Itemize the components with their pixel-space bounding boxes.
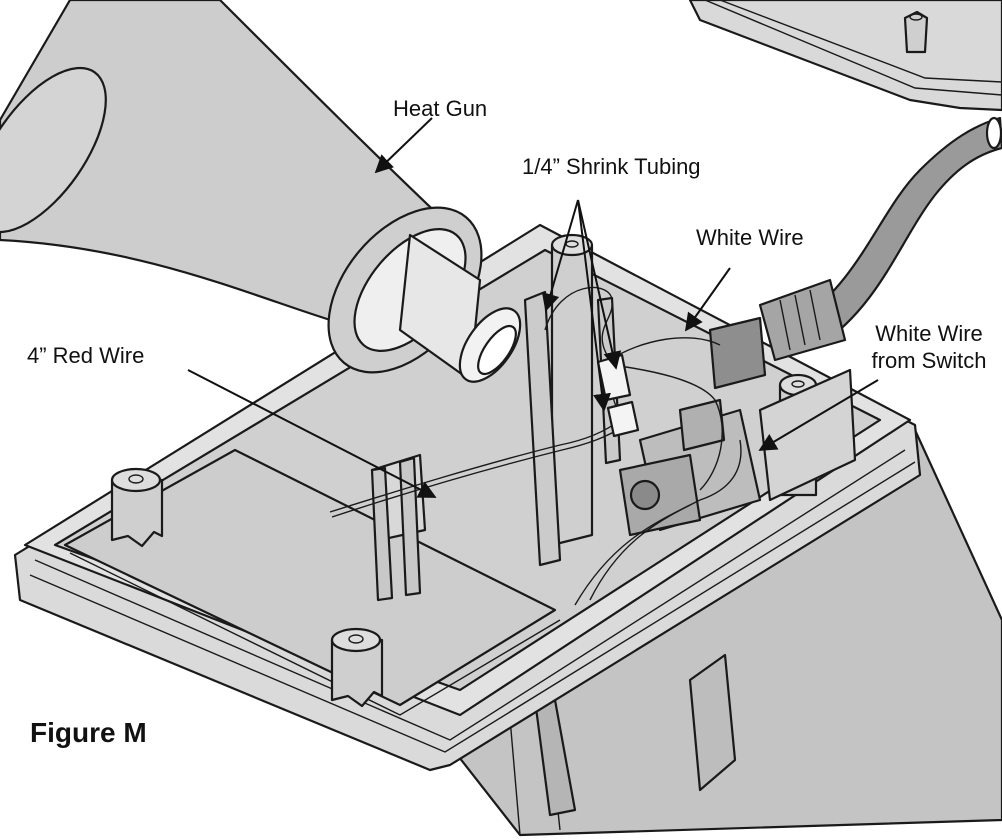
white-wire-from-switch-label: White Wire from Switch — [858, 320, 1000, 374]
enclosure-base — [13, 223, 1002, 837]
white-wire-leader — [684, 267, 731, 332]
shrink-tubing-leader-2 — [577, 199, 622, 370]
enclosure-lid — [688, 0, 1002, 112]
screw-post-front — [330, 627, 384, 708]
shrink-tubing-leader-3 — [577, 199, 611, 412]
strain-relief — [708, 278, 847, 390]
heat-gun — [0, 0, 522, 383]
shrink-tubing-leader-1 — [541, 199, 579, 312]
white-wire-label: White Wire — [696, 225, 804, 250]
white-wire-from-switch-line1: White Wire — [875, 321, 983, 346]
red-wire-leader — [187, 369, 437, 498]
power-cord — [798, 116, 1002, 347]
white-wire-switch-leader — [758, 379, 879, 451]
screw-post-back — [550, 233, 594, 547]
shrink-tubing-label: 1/4” Shrink Tubing — [522, 154, 701, 179]
heat-gun-label: Heat Gun — [393, 96, 488, 121]
switch-assembly — [618, 398, 762, 537]
red-wire-label: 4” Red Wire — [27, 343, 145, 368]
screw-post-left — [110, 467, 164, 548]
heat-gun-leader — [374, 117, 433, 174]
white-wire-from-switch-line2: from Switch — [871, 348, 987, 373]
leader-lines — [187, 117, 879, 498]
figure-title: Figure M — [30, 717, 147, 748]
